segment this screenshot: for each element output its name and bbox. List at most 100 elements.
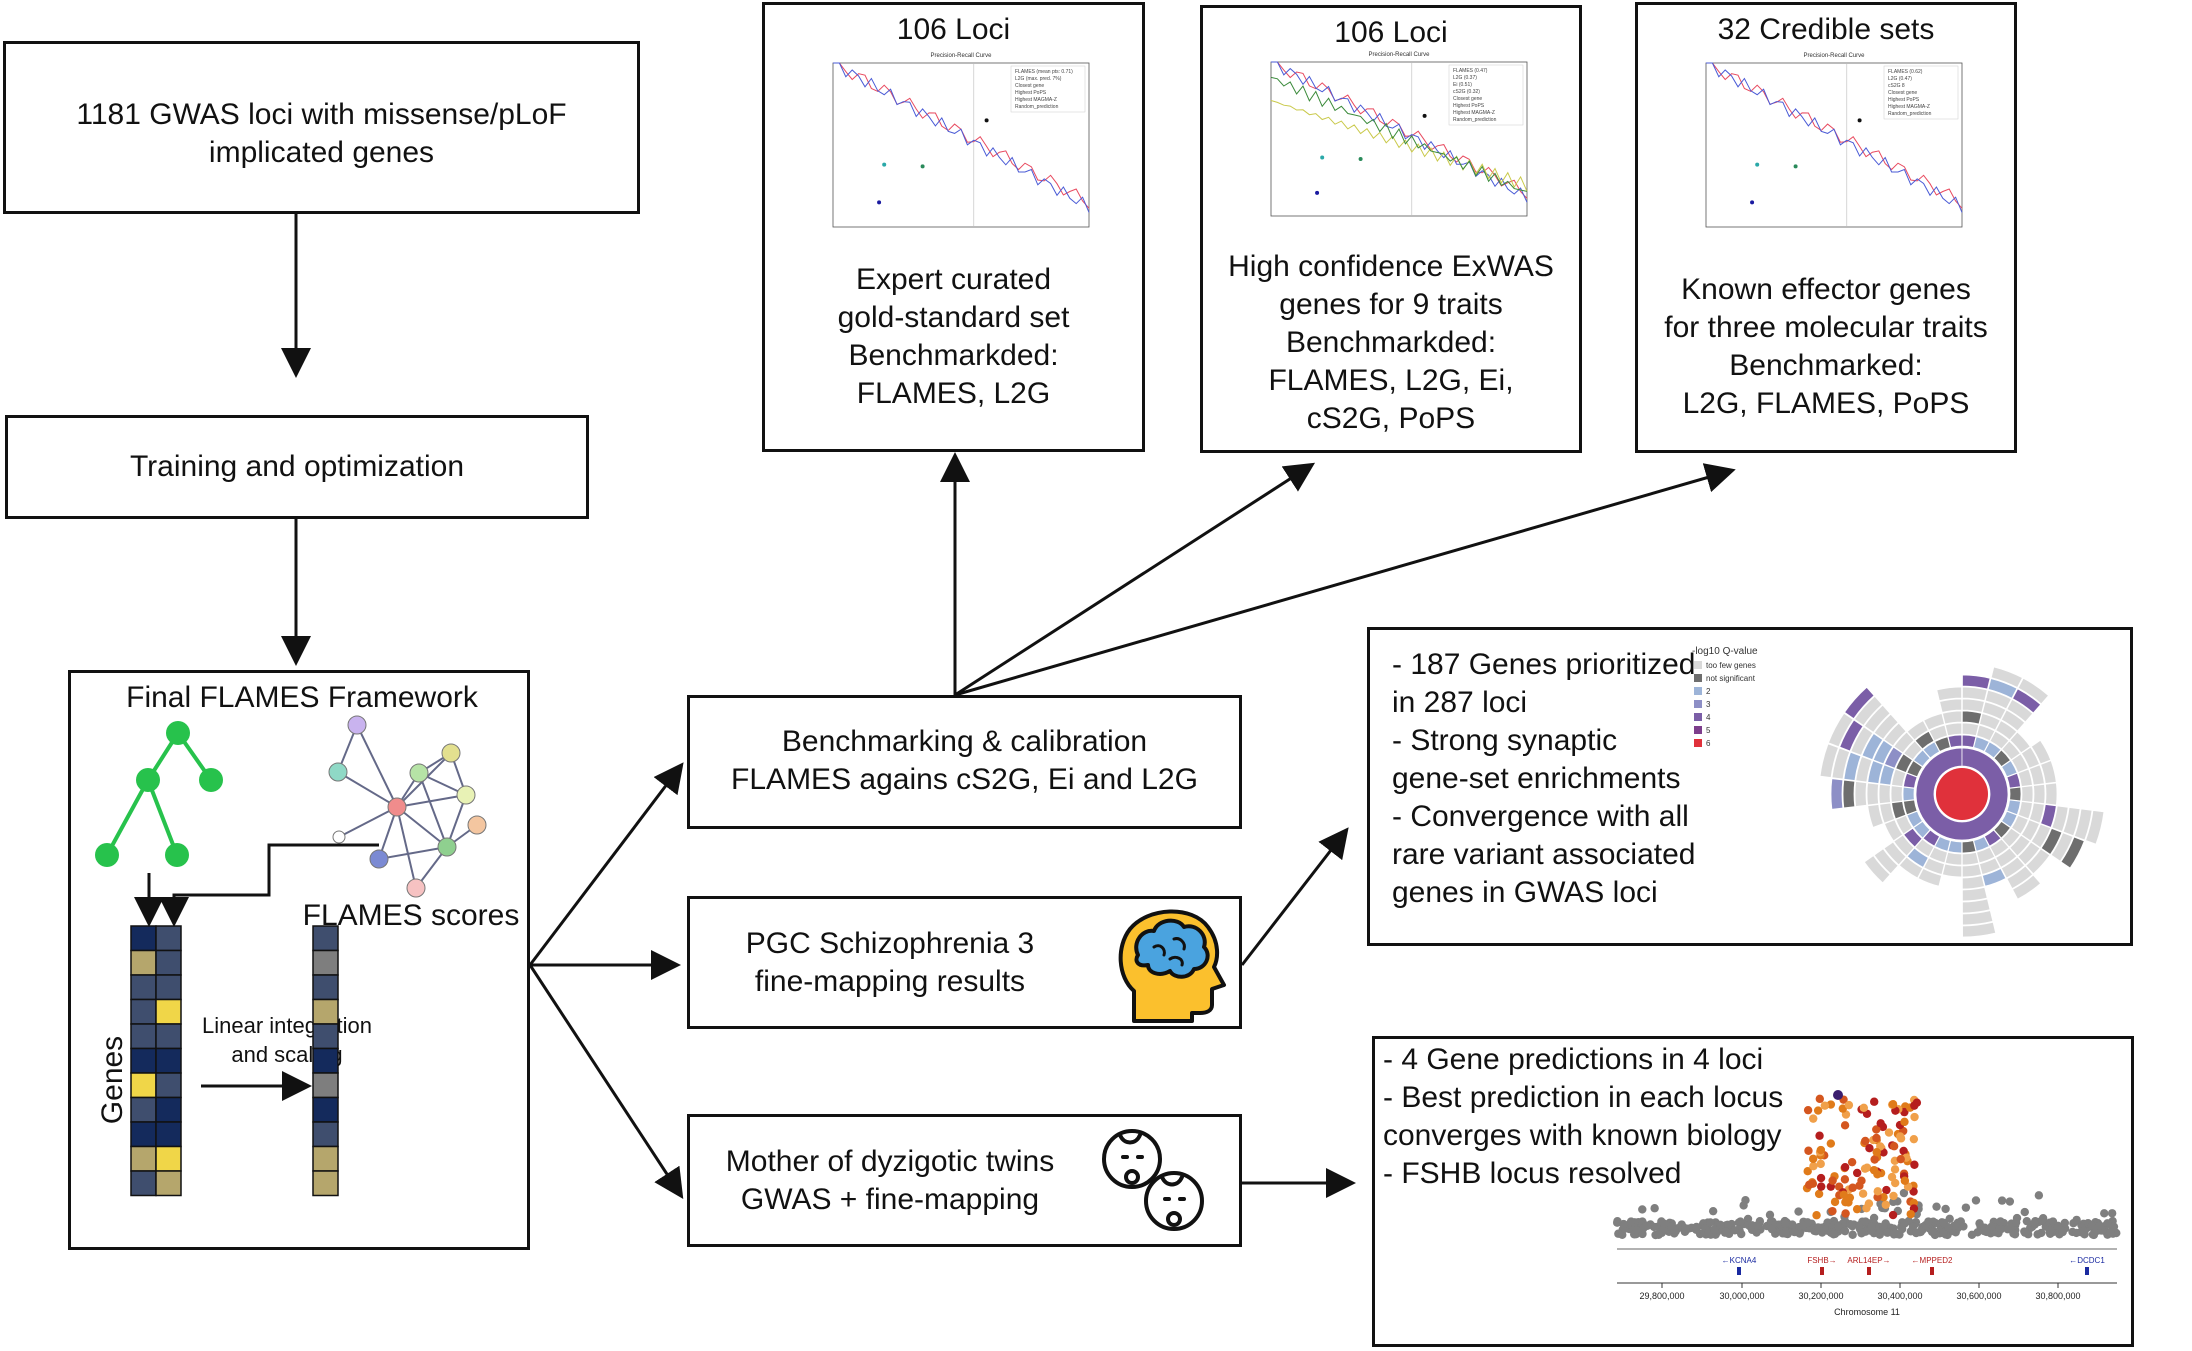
- gene-mark: [1930, 1267, 1934, 1275]
- sunburst-segment: [2006, 865, 2034, 890]
- arrow-bench-to-panel2: [954, 462, 1316, 697]
- sunburst-segment: [1989, 838, 2010, 858]
- sunburst-legend-label: not significant: [1706, 674, 1756, 683]
- snp-point: [1804, 1146, 1813, 1155]
- snp-point: [1865, 1143, 1874, 1153]
- snp-point: [1816, 1145, 1826, 1155]
- sunburst-segment: [1903, 740, 1923, 761]
- sunburst-segment: [2010, 753, 2029, 774]
- snp-point: [1828, 1176, 1837, 1185]
- snp-point: [1872, 1147, 1881, 1157]
- matrix-cell: [155, 1145, 182, 1172]
- sunburst-segment: [1976, 846, 1996, 864]
- sunburst-segment: [1961, 698, 1985, 713]
- snp-point: [1899, 1146, 1908, 1156]
- snp-point: [1723, 1220, 1732, 1229]
- sunburst-segment: [1827, 712, 1854, 748]
- brain-head-icon: [1118, 909, 1226, 1023]
- arrow-framework-to-bench: [528, 762, 684, 966]
- snp-point: [2005, 1197, 2015, 1206]
- sunburst-segment: [1976, 724, 1996, 742]
- sunburst-segment: [2017, 768, 2033, 787]
- sunburst-segment: [1839, 719, 1864, 752]
- snp-point: [1643, 1221, 1652, 1231]
- snp-point: [1900, 1176, 1910, 1185]
- sunburst-segment: [1961, 863, 1983, 878]
- snp-point: [1912, 1098, 1922, 1107]
- training-text: Training and optimization: [129, 450, 465, 483]
- snp-point: [1813, 1106, 1823, 1115]
- snp-point: [1872, 1125, 1881, 1134]
- sunburst-segment: [2000, 856, 2026, 879]
- sunburst-segment: [2033, 783, 2046, 805]
- snp-point: [1896, 1132, 1905, 1141]
- twins-bullet-2: - Best prediction in each locus converge…: [1383, 1081, 1784, 1152]
- pr-legend-entry: Highest PoPS: [1888, 97, 1920, 103]
- snp-point: [1881, 1200, 1890, 1209]
- sunburst-segment: [1981, 701, 2007, 721]
- sunburst-segment: [2017, 841, 2041, 866]
- sunburst-segment: [1941, 710, 1963, 725]
- pr-legend-entry: Closest gene: [1015, 83, 1044, 89]
- snp-point: [1632, 1225, 1641, 1235]
- snp-point: [1813, 1223, 1823, 1232]
- sunburst-segment: [1819, 743, 1839, 779]
- snp-point: [1867, 1222, 1876, 1232]
- sunburst-segment: [1979, 857, 2001, 875]
- snp-point: [1897, 1224, 1907, 1234]
- sunburst-segment: [2012, 688, 2042, 714]
- twins-bullet-1: - 4 Gene predictions in 4 loci: [1383, 1043, 1764, 1076]
- snp-point: [1961, 1203, 1971, 1212]
- snp-point: [1840, 1163, 1850, 1172]
- sunburst-legend-label: 4: [1706, 713, 1711, 722]
- sunburst-segment: [1893, 834, 1915, 857]
- score-cell: [312, 925, 339, 952]
- snp-point: [1967, 1230, 1977, 1240]
- snp-point: [1909, 1134, 1919, 1144]
- snp-point: [1864, 1199, 1874, 1208]
- snp-point: [1829, 1230, 1838, 1239]
- sunburst-segment: [1962, 910, 1994, 926]
- pr-legend-entry: Highest MAGMA-Z: [1015, 97, 1057, 103]
- snp-point: [1848, 1183, 1857, 1192]
- gene-label: FSHB→: [1807, 1256, 1836, 1265]
- sunburst-legend-swatch: [1694, 726, 1702, 734]
- sunburst-segment: [1854, 781, 1868, 807]
- snp-point: [1987, 1222, 1996, 1231]
- snp-point: [2060, 1218, 2070, 1228]
- pr-curve: [1706, 62, 1963, 213]
- snp-point: [1841, 1209, 1850, 1218]
- sunburst-segment: [1843, 751, 1862, 781]
- sunburst-segment: [2009, 834, 2031, 857]
- snp-point: [1997, 1196, 2007, 1205]
- snp-point: [1847, 1220, 1857, 1230]
- panel-3-caption: Known effector genes for three molecular…: [1664, 273, 1988, 420]
- pr-legend-entry: FLAMES (0.47): [1453, 68, 1488, 74]
- panel-1-title: 106 Loci: [896, 13, 1011, 46]
- sunburst-segment: [1866, 782, 1880, 806]
- sunburst-segment: [2010, 814, 2029, 835]
- pr-plot-title: Precision-Recall Curve: [1368, 52, 1430, 58]
- pr-plot-frame: [1270, 61, 1528, 217]
- sunburst-segment: [1979, 713, 2001, 731]
- snp-point: [1815, 1131, 1824, 1140]
- sunburst-segment: [1883, 746, 1904, 769]
- snp-point: [1790, 1227, 1799, 1237]
- pr-point: [877, 200, 882, 205]
- sunburst-legend-title: -log10 Q-value: [1692, 646, 1758, 657]
- sunburst-center: [1936, 768, 1988, 820]
- snp-point: [1861, 1136, 1870, 1146]
- sunburst-segment: [1863, 855, 1891, 884]
- snp-point: [1803, 1105, 1813, 1115]
- pr-curve: [1270, 100, 1528, 192]
- snp-point: [1855, 1181, 1864, 1190]
- snp-point: [1870, 1097, 1879, 1106]
- sunburst-segment: [2028, 802, 2045, 824]
- sunburst-segment: [1872, 739, 1894, 765]
- sunburst-segment: [1962, 674, 1991, 690]
- matrix-cell: [130, 1023, 157, 1050]
- snp-point: [1911, 1228, 1921, 1238]
- scz-results-box: - 187 Genes prioritized in 287 loci - St…: [1367, 627, 2133, 946]
- sunburst-segment: [1891, 801, 1907, 820]
